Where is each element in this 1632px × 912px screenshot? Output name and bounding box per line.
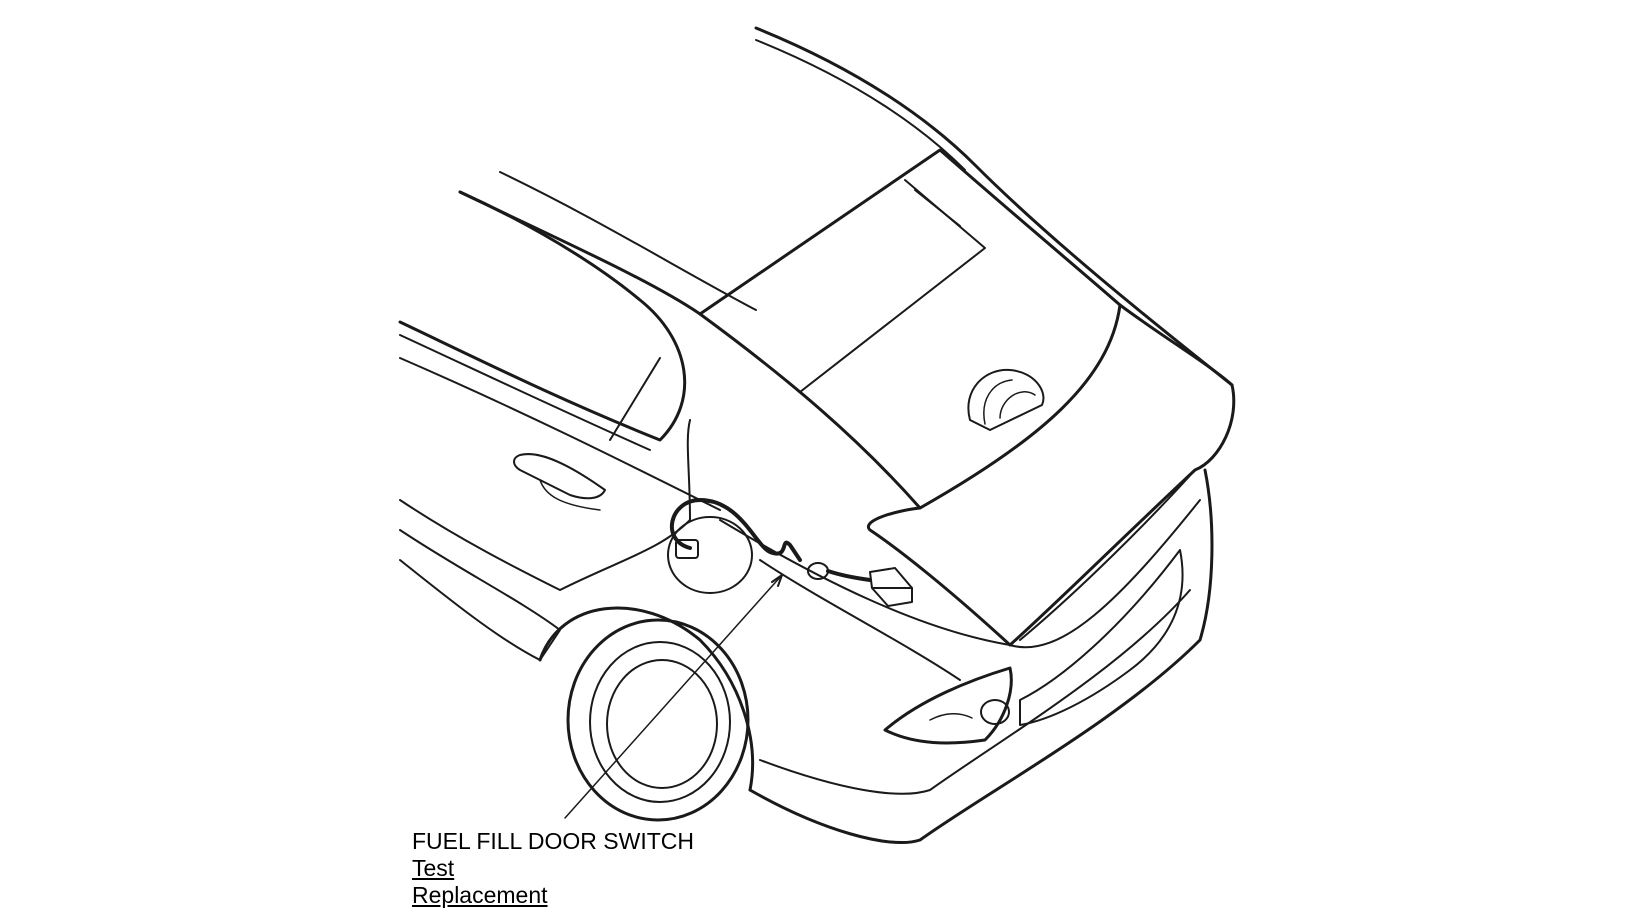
door-handle [513, 453, 606, 500]
window-divider [609, 357, 661, 441]
callout-label: FUEL FILL DOOR SWITCH Test Replacement [412, 828, 694, 909]
rear-window-line [914, 189, 961, 227]
rear-window-frame [698, 148, 1122, 510]
roof-edge [754, 26, 1234, 387]
test-link[interactable]: Test [412, 855, 455, 881]
tail-light-lens [980, 699, 1010, 725]
switch-harness [670, 498, 802, 562]
rear-side-window-inner [399, 334, 651, 451]
trunk-emblem-inner [983, 379, 1036, 425]
rear-bumper [748, 468, 1214, 844]
fuel-fill-door [667, 516, 753, 594]
tail-light-left [883, 666, 1013, 745]
callout-title: FUEL FILL DOOR SWITCH [412, 828, 694, 854]
rear-side-window [398, 190, 687, 442]
switch-harness-lead [826, 569, 872, 582]
quarter-crease [759, 559, 961, 681]
trunk-emblem [967, 368, 1045, 431]
wheel-arch [538, 606, 754, 792]
rear-wheel [589, 641, 731, 803]
replacement-link[interactable]: Replacement [412, 882, 548, 908]
rear-window-defroster [799, 179, 986, 393]
rear-wheel-hub [606, 659, 718, 789]
trunk-edge [1019, 469, 1196, 641]
trunk-lower-edge [1009, 499, 1201, 649]
body-lower [719, 519, 1011, 646]
license-plate-recess [1019, 549, 1184, 726]
quarter-panel [399, 529, 561, 661]
body-beltline [399, 357, 721, 511]
bumper-line [759, 589, 1191, 795]
roof-edge-inner [755, 39, 966, 171]
rear-tire [566, 618, 750, 822]
tail-light-inner [929, 713, 973, 721]
trunk-lid [866, 303, 1236, 647]
body-character-line [399, 499, 691, 591]
switch-connector [675, 539, 699, 559]
rear-door-edge [686, 419, 691, 521]
callout-leader [564, 574, 783, 819]
door-handle-recess [539, 479, 601, 511]
c-pillar-inner [499, 171, 757, 311]
callout-arrowhead [771, 574, 783, 587]
